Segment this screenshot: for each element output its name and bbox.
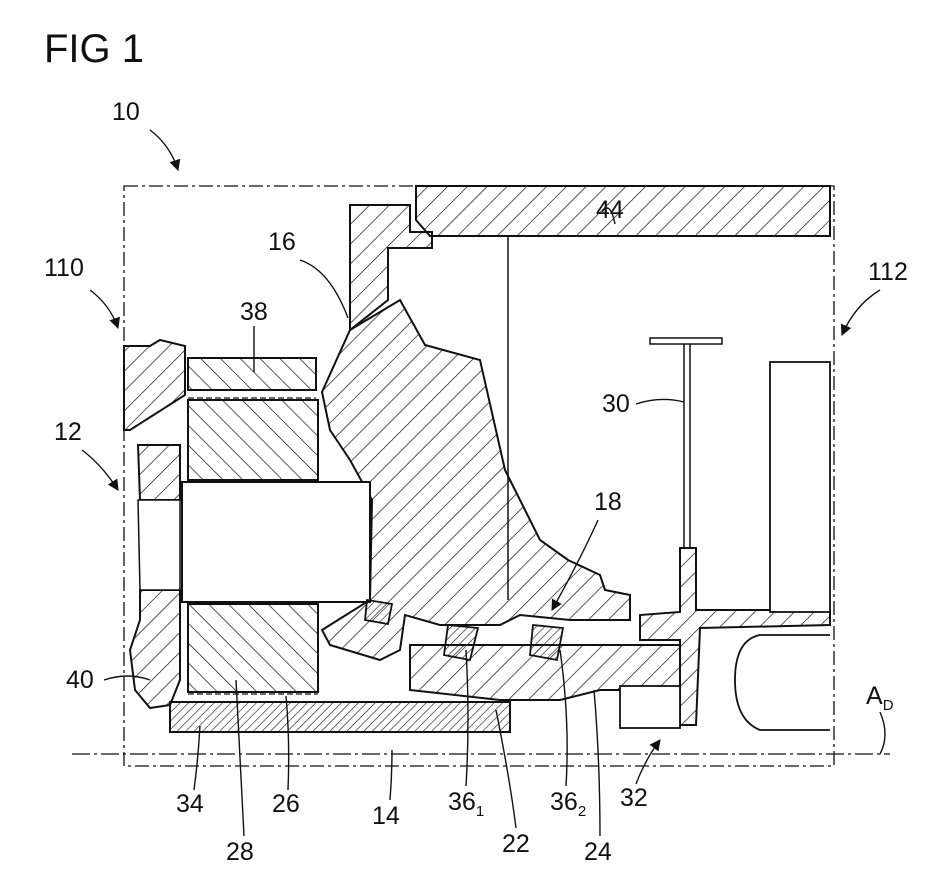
- label-38: 38: [240, 298, 268, 326]
- carrier-plate-upper: [138, 445, 180, 500]
- figure-title: FIG 1: [44, 27, 144, 71]
- bearing-small: [365, 600, 392, 624]
- label-12: 12: [54, 418, 82, 446]
- label-112: 112: [868, 258, 908, 286]
- label-34: 34: [176, 790, 204, 818]
- sun-shaft-34: [170, 702, 510, 732]
- label-110: 110: [44, 254, 84, 282]
- label-32: 32: [620, 784, 648, 812]
- carrier-plate-40: [130, 590, 180, 708]
- label-28: 28: [226, 838, 254, 866]
- label-10: 10: [112, 98, 140, 126]
- label-30: 30: [602, 390, 630, 418]
- shaft-30-head: [650, 338, 722, 344]
- planet-pin: [182, 482, 370, 602]
- element-112: [770, 362, 830, 612]
- axis-label: AD: [866, 682, 894, 714]
- label-24: 24: [584, 838, 612, 866]
- label-36-1: 361: [448, 788, 484, 820]
- housing-110: [124, 340, 185, 430]
- label-18: 18: [594, 488, 622, 516]
- label-14: 14: [372, 802, 400, 830]
- block-32: [620, 686, 680, 728]
- planet-gear-28: [188, 604, 318, 692]
- label-36-2: 362: [550, 788, 586, 820]
- ring-gear-38: [188, 358, 316, 390]
- label-26: 26: [272, 790, 300, 818]
- label-16: 16: [268, 228, 296, 256]
- label-40: 40: [66, 666, 94, 694]
- bearing-36-2: [530, 625, 563, 660]
- label-22: 22: [502, 830, 530, 858]
- planet-gear-upper: [188, 400, 318, 480]
